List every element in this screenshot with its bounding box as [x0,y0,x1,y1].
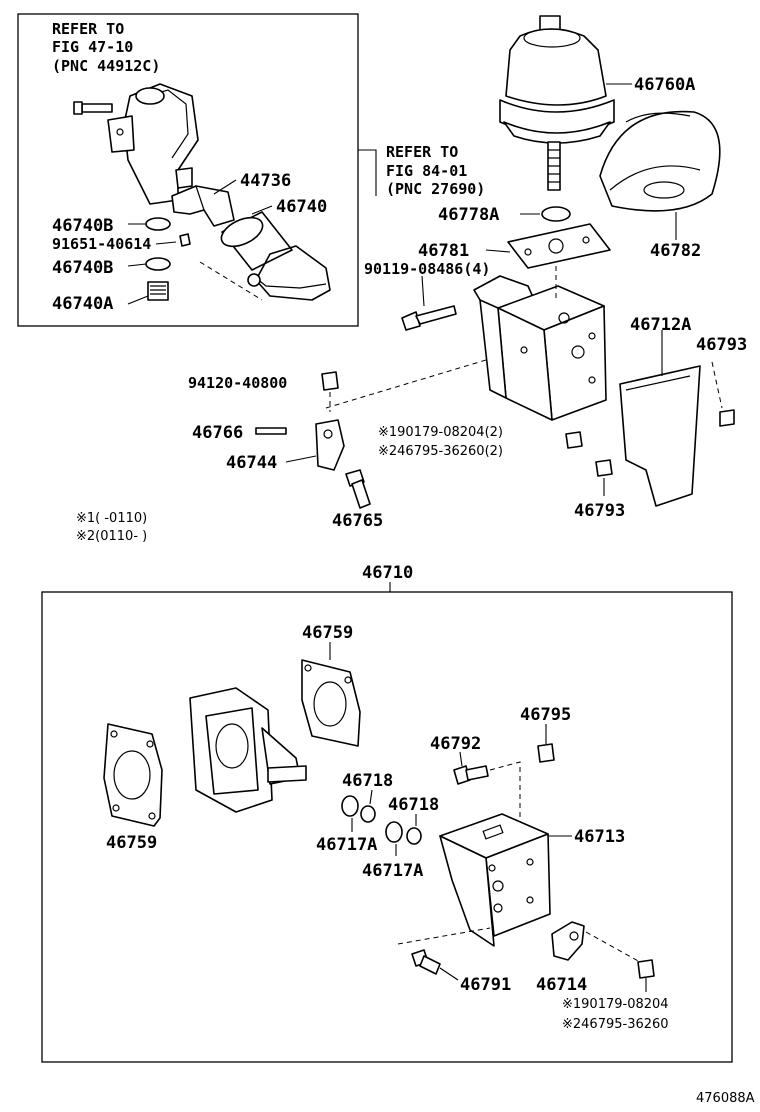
screw-right-dash-guide [711,361,723,409]
screw-lower-drawing [595,459,613,477]
callout-46792: 46792 [430,734,481,754]
washer-46718-2-drawing [406,827,422,845]
callout-46766: 46766 [192,423,243,443]
bolt-drawing [401,305,457,331]
callout-90179-08204-2: ※190179-08204(2) [378,425,503,440]
gasket-top-drawing [301,659,361,747]
vacuum-canister-drawing [220,211,331,301]
callout-46712A: 46712A [630,315,691,335]
inset-dash-guide [199,261,263,301]
callout-46795: 46795 [520,705,571,725]
ref-fig-84-01-line2: FIG 84-01 [386,162,467,180]
washer-46717A-2-drawing [385,821,403,843]
callout-90119-08486: 90119-08486(4) [364,260,490,278]
link-bolt-drawing [345,469,371,509]
small-screw-drawing [179,233,191,247]
callout-46791: 46791 [460,975,511,995]
actuator-bracket-drawing [473,275,607,421]
callout-46795-36260-2: ※246795-36260(2) [378,444,503,459]
leader-46791 [439,967,459,981]
ref-fig-84-01-line1: REFER TO [386,143,458,161]
callout-94120-40800: 94120-40800 [188,374,287,392]
callout-46795-36260: ※246795-36260 [562,1017,669,1032]
lever-46714-drawing [551,921,585,961]
leader-46792 [459,751,463,767]
ref-fig-84-01-line3: (PNC 27690) [386,180,485,198]
nut-drawing [321,371,339,391]
nut-46795-drawing [537,743,555,763]
callout-46744: 46744 [226,453,277,473]
bracket-46713-drawing [439,813,551,947]
washer-lower-drawing [145,257,171,271]
callout-46717A-2: 46717A [362,861,423,881]
bolt-46792-drawing [453,765,489,785]
callout-46782: 46782 [650,241,701,261]
callout-46714: 46714 [536,975,587,995]
bolt-dash-guide [489,761,521,830]
callout-46740B-2: 46740B [52,258,113,278]
ref-fig-47-10-line3: (PNC 44912C) [52,57,160,75]
fig-84-01-bracket [358,149,377,196]
callout-46759-2: 46759 [106,833,157,853]
callout-46717A-1: 46717A [316,835,377,855]
callout-46765: 46765 [332,511,383,531]
callout-46778A: 46778A [438,205,499,225]
callout-46718-2: 46718 [388,795,439,815]
vacuum-actuator-drawing [499,15,615,191]
note-1: ※1( -0110) [76,511,147,526]
reference-inset-box [17,13,359,327]
note-2: ※2(0110- ) [76,529,147,544]
callout-90179-08204: ※190179-08204 [562,997,669,1012]
callout-46793-1: 46793 [696,335,747,355]
leader-46781 [485,249,511,253]
leader-46740B-2 [127,263,147,267]
valve-body-drawing [189,687,307,813]
grommet-drawing [541,206,571,222]
vacuum-switching-valve-drawing [73,83,199,205]
callout-44736: 44736 [240,171,291,191]
clamp-drawing [171,185,235,227]
screw-right-drawing [719,409,735,427]
callout-91651-40614: 91651-40614 [52,235,151,253]
washer-upper-drawing [145,217,171,231]
callout-46760A: 46760A [634,75,695,95]
washer-46717A-1-drawing [341,795,359,817]
bolt-46791-drawing [411,949,441,975]
callout-46718-1: 46718 [342,771,393,791]
leader-46740A [127,295,149,305]
ref-fig-47-10-line1: REFER TO [52,20,124,38]
lower-nut-drawing [637,959,655,979]
leader-46740 [251,205,273,215]
callout-46781: 46781 [418,241,469,261]
callout-46793-2: 46793 [574,501,625,521]
assembly-46710-box [41,591,733,1063]
actuator-cover-drawing [599,110,721,212]
callout-46740B-1: 46740B [52,216,113,236]
lower-right-dash-guide [585,931,641,963]
bracket-nut-drawing [565,431,583,449]
gasket-left-drawing [103,723,163,827]
pin-drawing [255,427,287,435]
protector-plate-drawing [619,365,701,507]
leader-46744 [285,455,317,463]
ref-fig-47-10-line2: FIG 47-10 [52,38,133,56]
diagram-code: 476088A [696,1091,755,1106]
gasket-plate-drawing [507,223,611,269]
leader-46718-1 [369,789,373,805]
washer-46718-1-drawing [360,805,376,823]
callout-46740: 46740 [276,197,327,217]
leader-44736 [213,179,237,195]
link-drawing [315,419,345,471]
callout-46740A: 46740A [52,294,113,314]
leader-90119 [421,275,425,307]
callout-46713: 46713 [574,827,625,847]
lower-left-dash-guide [397,927,491,945]
link-dash-guide [325,359,487,409]
union-bolt-drawing [147,281,169,301]
callout-46759-1: 46759 [302,623,353,643]
callout-46710: 46710 [362,563,413,583]
leader-91651 [155,241,177,245]
